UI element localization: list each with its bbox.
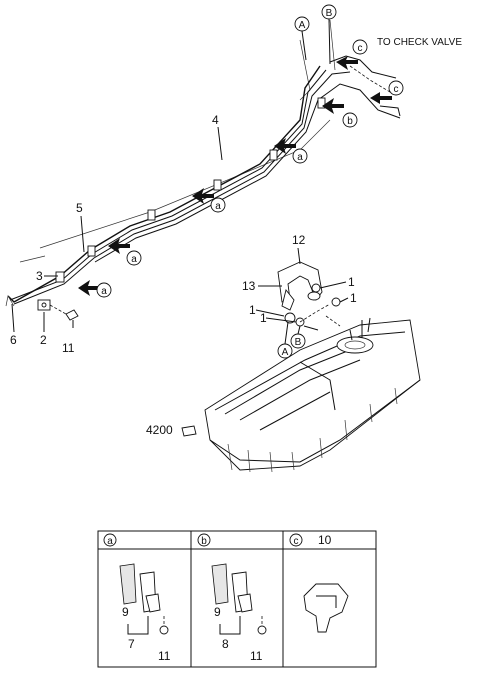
legend-cell-c: c 10 <box>289 533 349 633</box>
check-valve-note: TO CHECK VALVE <box>377 37 462 48</box>
part-12-label: 12 <box>292 233 306 247</box>
svg-text:11: 11 <box>250 649 263 663</box>
svg-text:10: 10 <box>318 533 332 547</box>
svg-text:a: a <box>101 286 107 297</box>
svg-text:c: c <box>394 84 399 95</box>
clip-icon <box>119 563 137 605</box>
callout-c-1: c <box>352 39 368 55</box>
callout-A-tank: A <box>277 343 293 359</box>
svg-text:b: b <box>347 116 353 127</box>
clip-icon <box>211 563 229 605</box>
svg-text:a: a <box>131 254 137 265</box>
bolt-icon <box>159 625 169 635</box>
svg-text:a: a <box>297 152 303 163</box>
svg-text:B: B <box>295 337 302 348</box>
part-5-label: 5 <box>76 201 83 215</box>
fuel-line-assembly <box>5 19 401 328</box>
filler-hoses <box>277 261 341 331</box>
callout-b-1: b <box>342 112 358 128</box>
legend-table: a 9 7 11 b 9 8 11 c <box>97 530 377 668</box>
bolt-icon <box>257 625 267 635</box>
callout-a-1: a <box>292 148 308 164</box>
letter-callouts: A B c c b a a a a <box>96 4 404 298</box>
fuel-tank <box>204 317 421 473</box>
legend-cell-b: b 9 8 11 <box>197 533 267 663</box>
svg-text:a: a <box>107 536 113 547</box>
part-4-label: 4 <box>212 113 219 127</box>
part-11-label: 11 <box>62 341 75 355</box>
callout-a-3: a <box>126 250 142 266</box>
part-1-label-c: 1 <box>249 303 256 317</box>
svg-text:c: c <box>358 43 363 54</box>
part-1-label-d: 1 <box>260 311 267 325</box>
svg-text:9: 9 <box>214 605 221 619</box>
part-1-label-b: 1 <box>350 291 357 305</box>
callout-a-2: a <box>210 197 226 213</box>
part-6-label: 6 <box>10 333 17 347</box>
callout-arrows <box>78 56 392 296</box>
svg-text:9: 9 <box>122 605 129 619</box>
callout-B-top: B <box>321 4 337 20</box>
svg-text:A: A <box>282 347 289 358</box>
svg-text:B: B <box>326 8 333 19</box>
legend-cell-a: a 9 7 11 <box>103 533 171 663</box>
svg-text:b: b <box>201 536 207 547</box>
callout-c-2: c <box>388 80 404 96</box>
drain-plug-icon <box>181 425 197 437</box>
svg-text:7: 7 <box>128 637 135 651</box>
svg-text:8: 8 <box>222 637 229 651</box>
callout-B-tank: B <box>290 333 306 349</box>
part-4200-label: 4200 <box>146 423 173 437</box>
svg-text:a: a <box>215 201 221 212</box>
svg-text:c: c <box>294 536 299 547</box>
part-2-label: 2 <box>40 333 47 347</box>
callout-A-top: A <box>294 16 310 32</box>
svg-text:11: 11 <box>158 649 171 663</box>
part-1-label-a: 1 <box>348 275 355 289</box>
part-13-label: 13 <box>242 279 256 293</box>
callout-a-4: a <box>96 282 112 298</box>
svg-text:A: A <box>299 20 306 31</box>
part-3-label: 3 <box>36 269 43 283</box>
hose-clip-icon <box>303 583 349 633</box>
